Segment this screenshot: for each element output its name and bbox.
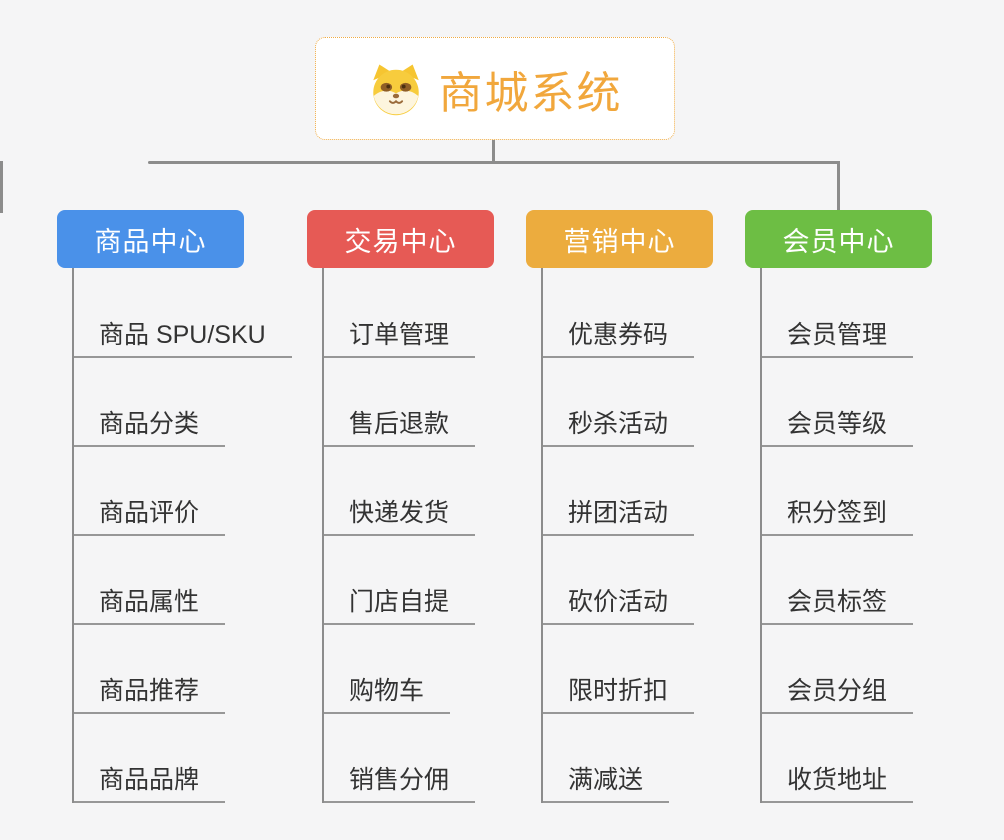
connector-drop-1 (837, 161, 840, 213)
leaf-list: 订单管理售后退款快递发货门店自提购物车销售分佣 (322, 268, 494, 803)
leaf-item[interactable]: 砍价活动 (541, 587, 695, 625)
branch-column: 交易中心 订单管理售后退款快递发货门店自提购物车销售分佣 (307, 210, 494, 803)
leaf-list: 会员管理会员等级积分签到会员标签会员分组收货地址 (760, 268, 932, 803)
root-title: 商城系统 (438, 68, 623, 118)
leaf-item[interactable]: 限时折扣 (541, 676, 695, 714)
leaf-item[interactable]: 商品 SPU/SKU (72, 320, 292, 358)
root-node[interactable]: 商城系统 (315, 37, 675, 140)
leaf-item[interactable]: 购物车 (322, 676, 451, 714)
leaf-item[interactable]: 商品评价 (72, 498, 226, 536)
branch-node[interactable]: 营销中心 (526, 210, 713, 268)
leaf-item[interactable]: 会员管理 (760, 320, 914, 358)
leaf-item[interactable]: 商品属性 (72, 587, 226, 625)
leaf-item[interactable]: 积分签到 (760, 498, 914, 536)
leaf-list: 商品 SPU/SKU 商品分类商品评价商品属性商品推荐商品品牌 (72, 268, 292, 803)
connector-root-drop (492, 140, 495, 164)
branch-label: 会员中心 (782, 226, 895, 257)
branch-label: 商品中心 (94, 226, 207, 257)
leaf-item[interactable]: 会员等级 (760, 409, 914, 447)
branch-column: 会员中心 会员管理会员等级积分签到会员标签会员分组收货地址 (745, 210, 932, 803)
leaf-item[interactable]: 商品分类 (72, 409, 226, 447)
branch-trunk-line (541, 268, 543, 803)
branch-label: 交易中心 (344, 226, 457, 257)
leaf-item[interactable]: 收货地址 (760, 765, 914, 803)
connector-horizontal (148, 161, 839, 164)
branch-node[interactable]: 交易中心 (307, 210, 494, 268)
branch-trunk-line (322, 268, 324, 803)
leaf-item[interactable]: 满减送 (541, 765, 670, 803)
leaf-item[interactable]: 商品品牌 (72, 765, 226, 803)
leaf-item[interactable]: 会员分组 (760, 676, 914, 714)
leaf-item[interactable]: 售后退款 (322, 409, 476, 447)
branch-node[interactable]: 会员中心 (745, 210, 932, 268)
leaf-item[interactable]: 会员标签 (760, 587, 914, 625)
branch-column: 营销中心 优惠券码秒杀活动拼团活动砍价活动限时折扣满减送 (526, 210, 713, 803)
leaf-item[interactable]: 优惠券码 (541, 320, 695, 358)
branch-trunk-line (72, 268, 74, 803)
leaf-item[interactable]: 拼团活动 (541, 498, 695, 536)
leaf-item[interactable]: 销售分佣 (322, 765, 476, 803)
leaf-list: 优惠券码秒杀活动拼团活动砍价活动限时折扣满减送 (541, 268, 713, 803)
leaf-item[interactable]: 秒杀活动 (541, 409, 695, 447)
branch-node[interactable]: 商品中心 (57, 210, 244, 268)
leaf-item[interactable]: 商品推荐 (72, 676, 226, 714)
leaf-item[interactable]: 快递发货 (322, 498, 476, 536)
connector-drop-4 (0, 161, 3, 213)
dog-icon (372, 64, 419, 115)
leaf-item[interactable]: 订单管理 (322, 320, 476, 358)
leaf-item[interactable]: 门店自提 (322, 587, 476, 625)
branch-column: 商品中心 商品 SPU/SKU 商品分类商品评价商品属性商品推荐商品品牌 (57, 210, 292, 803)
branch-trunk-line (760, 268, 762, 803)
branch-label: 营销中心 (563, 226, 676, 257)
